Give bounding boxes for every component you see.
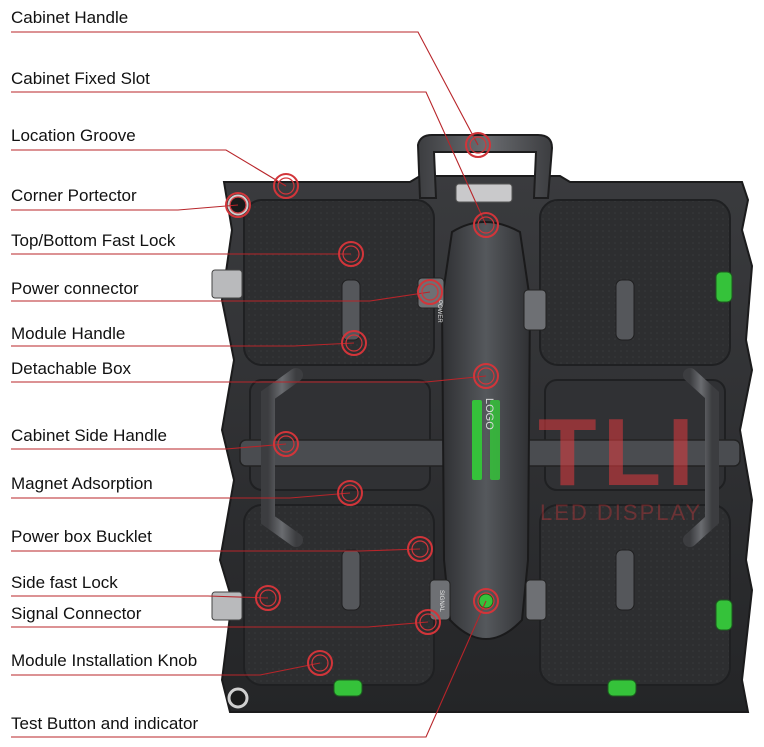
callout-label-module-installation-knob: Module Installation Knob: [11, 651, 198, 670]
callout-inner-ring-cabinet-side-handle: [277, 435, 295, 453]
callout-label-side-fast-lock: Side fast Lock: [11, 573, 118, 592]
callout-label-test-button-and-indicator: Test Button and indicator: [11, 714, 199, 733]
callout-inner-ring-test-button-and-indicator: [477, 592, 495, 610]
callout-inner-ring-module-handle: [345, 334, 363, 352]
top-handle: [416, 134, 554, 199]
callout-leader-location-groove: [11, 149, 287, 187]
left-side-handle: [261, 368, 303, 547]
callout-inner-ring-corner-portector: [229, 196, 247, 214]
callout-ring-module-installation-knob: [307, 650, 333, 676]
callout-inner-ring-cabinet-handle: [469, 136, 487, 154]
callout-label-corner-portector: Corner Portector: [11, 186, 137, 205]
logo-green-bar-right: [490, 400, 500, 480]
callout-inner-ring-module-installation-knob: [311, 654, 329, 672]
callout-label-cabinet-fixed-slot: Cabinet Fixed Slot: [11, 69, 150, 88]
callout-inner-ring-power-box-bucklet: [411, 540, 429, 558]
callout-leader-module-handle: [11, 342, 355, 347]
callout-ring-test-button-and-indicator: [473, 588, 499, 614]
callout-inner-ring-location-groove: [277, 177, 295, 195]
callout-leader-signal-connector: [11, 621, 429, 628]
callout-leader-cabinet-handle: [11, 31, 479, 146]
callout-leader-test-button-and-indicator: [11, 600, 487, 738]
callout-inner-ring-top-bottom-fast-lock: [342, 245, 360, 263]
callout-layer: [11, 31, 499, 738]
callout-inner-ring-side-fast-lock: [259, 589, 277, 607]
power-tag: POWER: [436, 300, 442, 323]
callout-leader-module-installation-knob: [11, 662, 321, 676]
callout-leader-cabinet-side-handle: [11, 443, 287, 450]
callout-ring-side-fast-lock: [255, 585, 281, 611]
callout-ring-corner-portector: [225, 192, 251, 218]
top-handle-base: [455, 183, 513, 203]
callout-leader-magnet-adsorption: [11, 492, 351, 499]
callout-ring-cabinet-fixed-slot: [473, 212, 499, 238]
callout-ring-top-bottom-fast-lock: [338, 241, 364, 267]
callout-ring-power-connector: [417, 279, 443, 305]
module-handle-bl: [341, 549, 361, 611]
callout-leader-power-box-bucklet: [11, 548, 421, 552]
callout-inner-ring-cabinet-fixed-slot: [477, 216, 495, 234]
panel-top-right: [539, 199, 731, 366]
callout-label-cabinet-side-handle: Cabinet Side Handle: [11, 426, 167, 445]
corner-protector-bl: [227, 687, 249, 709]
green-lock-right-bottom: [715, 599, 733, 631]
module-handle-tr: [615, 279, 635, 341]
side-fast-lock-left-bottom: [211, 591, 243, 621]
module-handle-tl: [341, 279, 361, 341]
signal-tag: SIGNAL: [438, 590, 444, 613]
callout-label-module-handle: Module Handle: [11, 324, 126, 343]
callout-label-power-box-bucklet: Power box Bucklet: [11, 527, 152, 546]
callout-inner-ring-power-connector: [421, 283, 439, 301]
green-lock-bottom-left: [333, 679, 363, 697]
callout-ring-detachable-box: [473, 363, 499, 389]
callout-leader-detachable-box: [11, 375, 487, 383]
detachable-box: [440, 221, 532, 640]
callout-leader-power-connector: [11, 291, 431, 302]
callout-leader-side-fast-lock: [11, 595, 269, 599]
callout-leader-corner-portector: [11, 204, 239, 211]
module-handle-br: [615, 549, 635, 611]
callout-label-signal-connector: Signal Connector: [11, 604, 142, 623]
callout-ring-cabinet-side-handle: [273, 431, 299, 457]
callout-leader-cabinet-fixed-slot: [11, 91, 487, 226]
power-connector-right: [523, 289, 547, 331]
panel-bottom-left: [243, 504, 435, 686]
green-lock-bottom-right: [607, 679, 637, 697]
callout-inner-ring-signal-connector: [419, 613, 437, 631]
callout-label-top-bottom-fast-lock: Top/Bottom Fast Lock: [11, 231, 176, 250]
callout-ring-signal-connector: [415, 609, 441, 635]
spine-logo-text: LOGO: [483, 398, 495, 430]
callout-inner-ring-detachable-box: [477, 367, 495, 385]
callout-ring-location-groove: [273, 173, 299, 199]
side-fast-lock-left-top: [211, 269, 243, 299]
callout-ring-magnet-adsorption: [337, 480, 363, 506]
callout-label-detachable-box: Detachable Box: [11, 359, 132, 378]
callout-inner-ring-magnet-adsorption: [341, 484, 359, 502]
callout-ring-power-box-bucklet: [407, 536, 433, 562]
callout-label-location-groove: Location Groove: [11, 126, 136, 145]
right-side-handle: [683, 368, 719, 547]
watermark-brand: TLI: [538, 399, 700, 506]
callout-label-power-connector: Power connector: [11, 279, 139, 298]
logo-green-bar: [472, 400, 482, 480]
callout-label-cabinet-handle: Cabinet Handle: [11, 8, 129, 27]
callout-ring-cabinet-handle: [465, 132, 491, 158]
callout-label-magnet-adsorption: Magnet Adsorption: [11, 474, 153, 493]
signal-connector-right: [525, 579, 547, 621]
panel-top-left: [243, 199, 435, 366]
green-lock-right-top: [715, 271, 733, 303]
callout-ring-module-handle: [341, 330, 367, 356]
watermark-sub: LED DISPLAY: [540, 500, 702, 525]
